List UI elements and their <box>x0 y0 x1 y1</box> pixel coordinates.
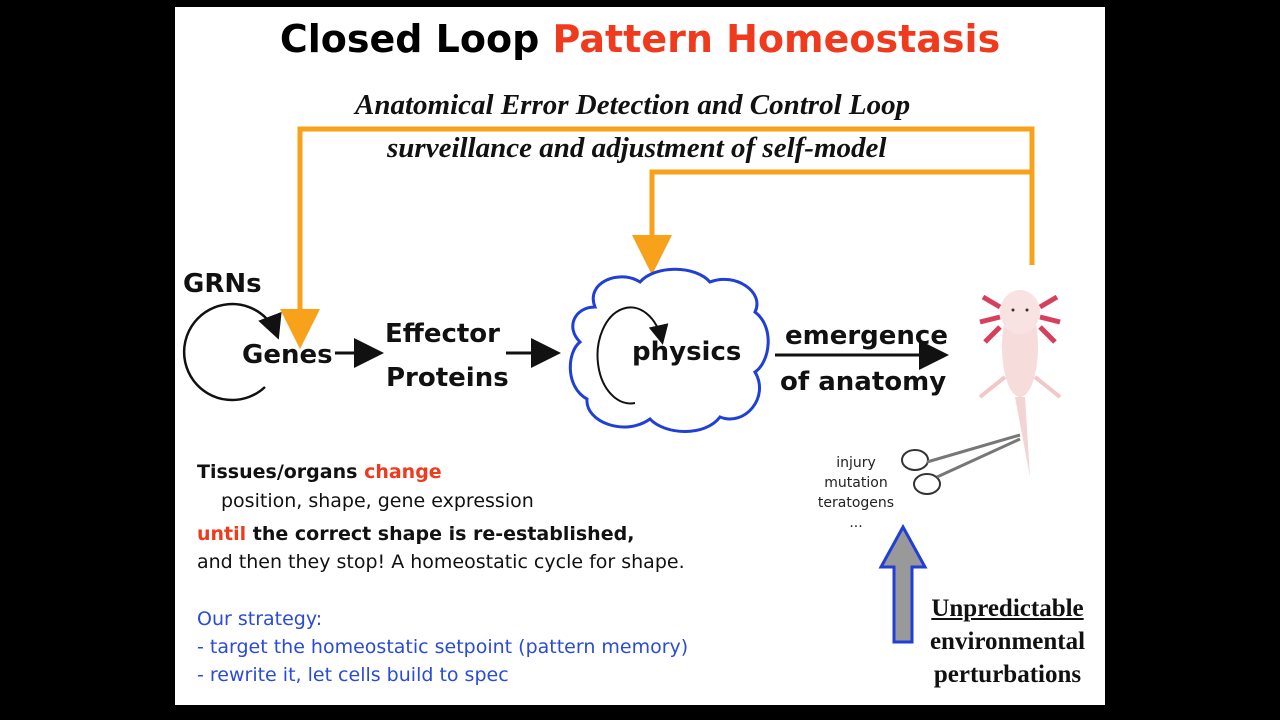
perturbations-label-line2: environmental <box>929 628 1086 655</box>
perturbation-item: injury <box>836 455 876 471</box>
grns-label: GRNs <box>183 269 262 299</box>
strategy-item-2: - rewrite it, let cells build to spec <box>197 664 509 686</box>
perturbation-item: teratogens <box>817 495 895 511</box>
slide-title: Closed Loop Pattern Homeostasis <box>279 17 1001 61</box>
strategy-item-1: - target the homeostatic setpoint (patte… <box>197 636 689 658</box>
perturbation-item: ... <box>849 515 863 531</box>
perturbations-label-line3: perturbations <box>933 661 1082 688</box>
emergence-line1: emergence <box>785 321 948 351</box>
emergence-line2: of anatomy <box>780 367 947 397</box>
perturbation-list: injury mutation teratogens ... <box>815 453 897 533</box>
subtitle-line2: surveillance and adjustment of self-mode… <box>387 132 887 164</box>
subtitle-line1: Anatomical Error Detection and Control L… <box>355 89 911 121</box>
diagram-arrows <box>182 126 1062 644</box>
effector-node-line1: Effector <box>385 319 500 349</box>
physics-node: physics <box>632 337 742 367</box>
slide: Closed Loop Pattern Homeostasis Anatomic… <box>175 7 1105 705</box>
perturbations-label: Unpredictable environmental perturbation… <box>920 592 1095 691</box>
effector-node-line2: Proteins <box>386 363 509 393</box>
stop-line: and then they stop! A homeostatic cycle … <box>197 551 685 573</box>
genes-node: Genes <box>242 340 333 370</box>
tissues-line: Tissues/organs change <box>197 461 442 483</box>
strategy-heading: Our strategy: <box>197 608 323 630</box>
physics-loop-arrow <box>596 306 669 405</box>
perturbation-arrow <box>878 523 928 644</box>
axolotl-image <box>978 290 1062 477</box>
grn-loop-arrow <box>182 302 282 402</box>
perturbation-item: mutation <box>824 475 888 491</box>
scissors-icon <box>901 433 1021 495</box>
outer-feedback-loop <box>280 126 1035 349</box>
position-line: position, shape, gene expression <box>221 490 534 512</box>
until-line: until the correct shape is re-establishe… <box>197 523 635 545</box>
inner-feedback-loop <box>632 169 1032 275</box>
perturbations-label-line1: Unpredictable <box>931 595 1084 622</box>
